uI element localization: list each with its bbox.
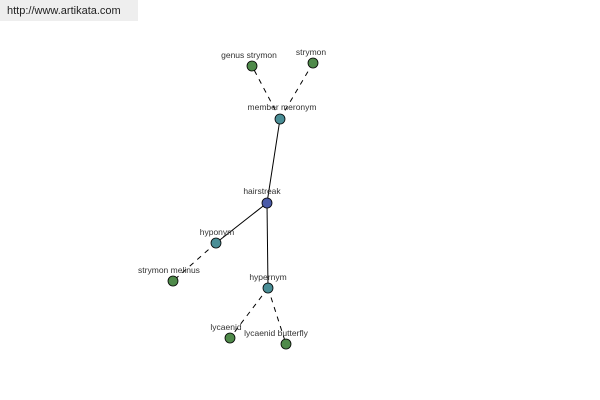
node-member-meronym[interactable]: member meronym — [248, 102, 317, 125]
edge-hairstreak-to-member-meronym — [266, 118, 281, 204]
edge-hypernym-to-lycaenid — [229, 287, 269, 339]
node-dot-strymon[interactable] — [307, 57, 319, 69]
node-dot-member-meronym[interactable] — [274, 113, 286, 125]
node-label-member-meronym: member meronym — [248, 102, 317, 112]
node-label-strymon-melinus: strymon melinus — [138, 265, 200, 275]
node-label-lycaenid-butterfly: lycaenid butterfly — [244, 328, 309, 338]
edge-hairstreak-to-hyponym — [215, 202, 268, 244]
node-dot-lycaenid-butterfly[interactable] — [280, 338, 292, 350]
edges-layer — [172, 62, 314, 345]
node-genus-strymon[interactable]: genus strymon — [221, 50, 277, 72]
node-dot-hairstreak[interactable] — [261, 197, 273, 209]
node-hairstreak[interactable]: hairstreak — [243, 186, 281, 209]
node-lycaenid[interactable]: lycaenid — [210, 322, 242, 344]
node-label-hyponym: hyponym — [200, 227, 235, 237]
node-label-genus-strymon: genus strymon — [221, 50, 277, 60]
edge-hairstreak-to-hypernym — [266, 202, 269, 289]
node-label-hypernym: hypernym — [249, 272, 286, 282]
node-label-lycaenid: lycaenid — [210, 322, 241, 332]
node-dot-lycaenid[interactable] — [224, 332, 236, 344]
node-hyponym[interactable]: hyponym — [200, 227, 235, 249]
nodes-layer: hairstreak member meronym hyponym hypernym g… — [138, 47, 327, 350]
node-lycaenid-butterfly[interactable]: lycaenid butterfly — [244, 328, 309, 350]
url-banner: http://www.artikata.com — [0, 0, 138, 21]
node-strymon-melinus[interactable]: strymon melinus — [138, 265, 200, 287]
node-strymon[interactable]: strymon — [296, 47, 327, 69]
site-url-link[interactable]: http://www.artikata.com — [7, 5, 121, 17]
node-dot-genus-strymon[interactable] — [246, 60, 258, 72]
edge-hyponym-to-strymon-melinus — [172, 242, 217, 282]
node-dot-hyponym[interactable] — [210, 237, 222, 249]
edge-member-meronym-to-strymon — [279, 62, 314, 120]
node-dot-hypernym[interactable] — [262, 282, 274, 294]
node-label-strymon: strymon — [296, 47, 327, 57]
node-label-hairstreak: hairstreak — [243, 186, 281, 196]
node-dot-strymon-melinus[interactable] — [167, 275, 179, 287]
node-hypernym[interactable]: hypernym — [249, 272, 287, 294]
